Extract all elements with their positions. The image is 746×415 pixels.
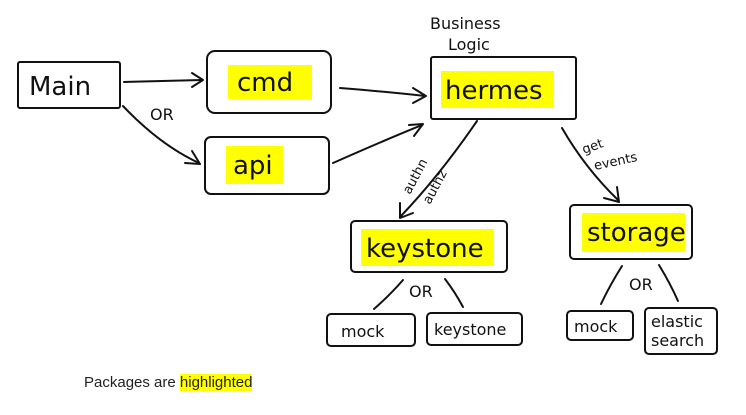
node-keystone-impl-label: keystone bbox=[434, 320, 506, 339]
legend-caption: Packages are highlighted bbox=[84, 374, 253, 391]
caption-prefix: Packages are bbox=[84, 374, 176, 391]
api-highlight bbox=[226, 146, 283, 184]
arrow-hermes-to-storage bbox=[561, 127, 620, 203]
split-keystone bbox=[373, 278, 464, 310]
get-label: get bbox=[580, 136, 605, 157]
arrow-api-to-hermes bbox=[332, 123, 424, 164]
or-label-storage: OR bbox=[629, 275, 653, 294]
hermes-highlight bbox=[441, 71, 554, 108]
node-storage: storage bbox=[569, 204, 693, 260]
node-storage-mock-label: mock bbox=[574, 317, 618, 336]
node-keystone-mock: mock bbox=[326, 313, 416, 347]
arrow-main-to-api bbox=[122, 105, 201, 165]
business-logic-line1: Business bbox=[430, 14, 501, 33]
node-hermes: hermes bbox=[430, 56, 577, 120]
node-elastic-search: elastic search bbox=[644, 307, 718, 355]
node-elastic-line2: search bbox=[651, 331, 704, 350]
node-storage-mock: mock bbox=[566, 310, 634, 341]
node-cmd: cmd bbox=[206, 50, 332, 114]
node-elastic-line1: elastic bbox=[651, 312, 703, 331]
business-logic-line2: Logic bbox=[448, 35, 490, 54]
node-keystone-impl: keystone bbox=[426, 312, 523, 346]
node-main: Main bbox=[17, 61, 121, 109]
storage-highlight bbox=[582, 213, 685, 252]
cmd-highlight bbox=[228, 65, 312, 99]
node-api: api bbox=[204, 136, 330, 195]
keystone-highlight bbox=[361, 229, 494, 266]
node-keystone: keystone bbox=[350, 220, 508, 273]
split-storage bbox=[600, 264, 679, 305]
node-main-label: Main bbox=[29, 72, 91, 102]
arrow-main-to-cmd bbox=[123, 72, 204, 88]
caption-highlighted: highlighted bbox=[179, 374, 253, 391]
node-keystone-label: keystone bbox=[366, 234, 484, 264]
node-api-label: api bbox=[233, 151, 273, 181]
events-label: events bbox=[593, 150, 639, 174]
node-hermes-label: hermes bbox=[445, 76, 543, 106]
node-keystone-mock-label: mock bbox=[341, 322, 385, 341]
or-label-keystone: OR bbox=[409, 282, 433, 301]
node-cmd-label: cmd bbox=[237, 68, 293, 98]
arrow-cmd-to-hermes bbox=[339, 87, 427, 104]
arrow-hermes-to-keystone bbox=[399, 120, 478, 219]
or-label-main: OR bbox=[150, 105, 174, 124]
node-storage-label: storage bbox=[587, 218, 686, 248]
